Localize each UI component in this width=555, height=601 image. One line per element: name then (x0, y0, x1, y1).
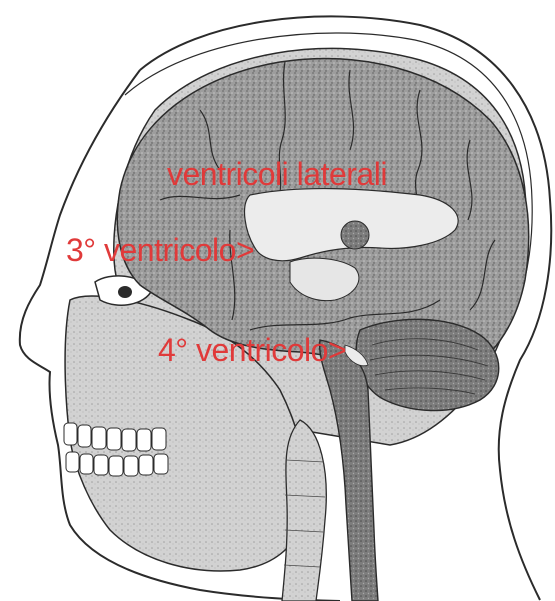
thalamus (341, 221, 369, 249)
label-lateral-ventricles: ventricoli laterali (167, 158, 387, 190)
label-fourth-ventricle: 4° ventricolo> (158, 334, 346, 366)
label-third-ventricle: 3° ventricolo> (66, 234, 254, 266)
eye-icon (118, 286, 132, 298)
neck-vertebrae (282, 420, 326, 601)
